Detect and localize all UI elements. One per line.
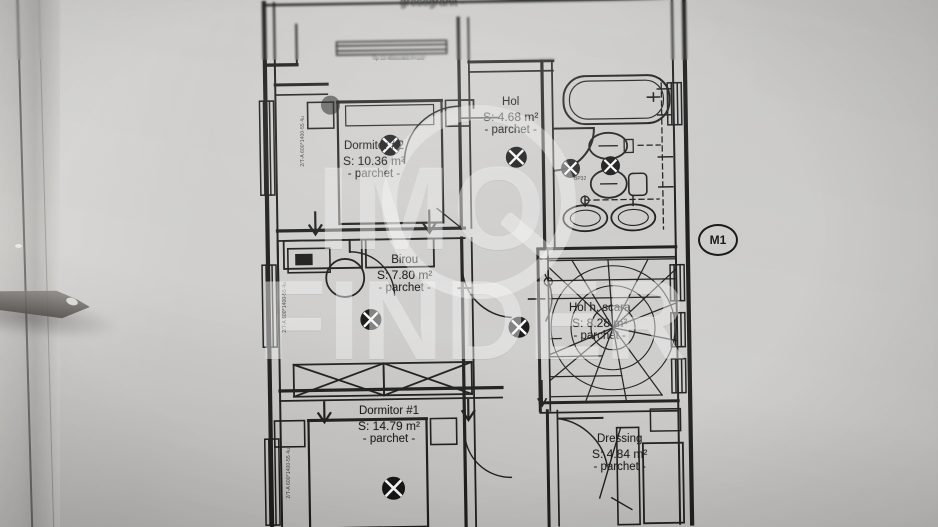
room-label-dormitor-2: Dormitor #2 S: 10.36 m² - parchet - [343, 140, 405, 181]
room-name: Dormitor #2 [343, 140, 405, 152]
room-label-dressing: Dressing S: 4.84 m² - parchet - [592, 433, 647, 474]
room-name: Dressing [596, 433, 643, 445]
window-annotation-left-lower: 2/T-A 600*1400-55 4u [282, 282, 288, 333]
room-name: Hol h. scara [569, 302, 631, 314]
room-area: S: 7.80 m² [377, 267, 433, 282]
room-area: S: 4.68 m² [483, 109, 539, 124]
room-area: S: 4.84 m² [592, 446, 648, 461]
window-annotation-left-upper: 2/T-A 600*1400-55 4u [300, 116, 306, 167]
window-annotation-top: Tip 12-450x1400 P=1/3" [372, 56, 426, 62]
room-finish: - parchet - [347, 167, 401, 180]
room-area: S: 8.28 m² [572, 315, 628, 330]
room-name: Dormitor #1 [358, 405, 420, 417]
room-finish: - parchet - [378, 281, 431, 294]
window-annotation-left-bottom: 2/T-A 600*1400-55 4u [286, 448, 292, 499]
wall-type-marker-m1: M1 [698, 224, 738, 256]
room-label-hol-h-scara: Hol h. scara S: 8.28 m² - parchet - [569, 302, 630, 343]
room-name: Birou [391, 254, 419, 266]
room-finish: - parchet - [484, 123, 537, 136]
bath-fixture-tag: BP32 [574, 176, 587, 182]
room-finish: - parchet - [593, 460, 646, 473]
room-area: S: 10.36 m² [343, 153, 406, 168]
page-edge-highlight [15, 244, 22, 248]
room-label-hol: Hol S: 4.68 m² - parchet - [483, 96, 538, 137]
room-label-dormitor-1: Dormitor #1 S: 14.79 m² - parchet - [358, 405, 420, 446]
room-finish: - parchet - [362, 432, 416, 445]
room-name: Hol [502, 96, 520, 108]
top-finish-label: - gresogranit - [393, 0, 465, 9]
room-area: S: 14.79 m² [358, 418, 421, 433]
room-label-birou: Birou S: 7.80 m² - parchet - [377, 254, 432, 295]
room-finish: - parchet - [573, 329, 626, 342]
